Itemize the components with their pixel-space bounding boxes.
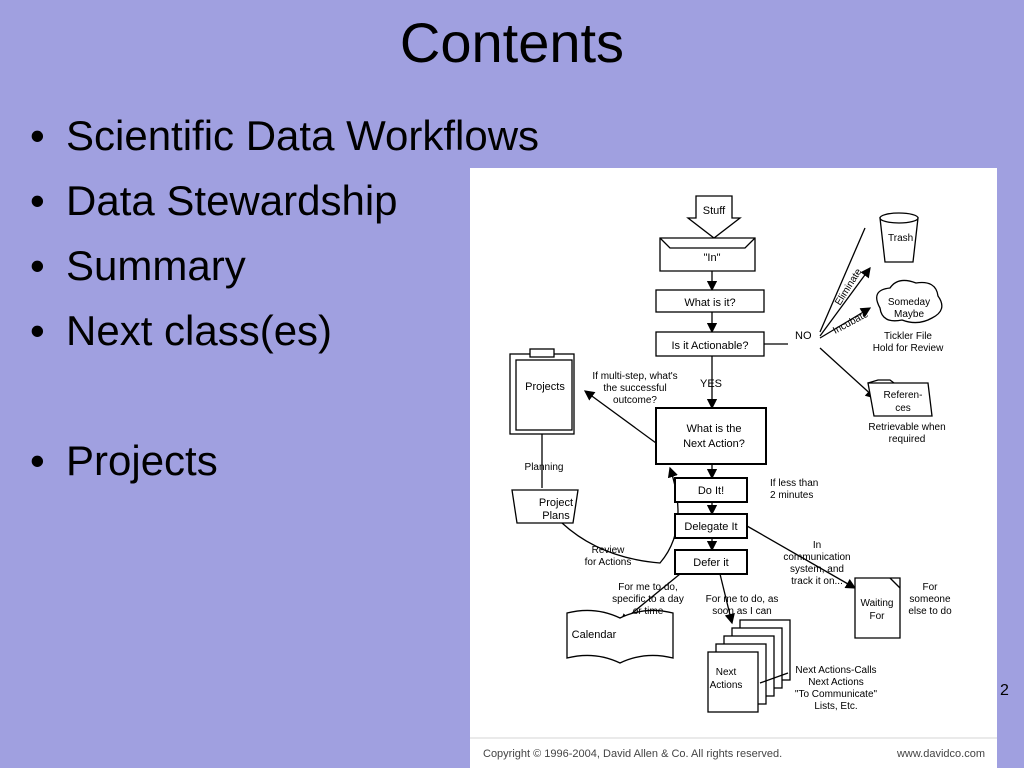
bullet-list: •Scientific Data Workflows •Data Steward… [30, 110, 539, 500]
bullet-item: •Next class(es) [30, 307, 333, 354]
tickler-label: Tickler File [884, 331, 932, 342]
bullet-item: •Scientific Data Workflows [30, 112, 540, 159]
next-action-label: Next Action? [683, 438, 745, 450]
next-actions-list-label: Lists, Etc. [814, 701, 857, 712]
what-is-it-box [655, 289, 765, 313]
bullet-text: Data Stewardship [66, 177, 398, 224]
bullet-text: Summary [66, 242, 246, 289]
someday-cloud [876, 279, 943, 324]
multi-step-label: outcome? [613, 395, 657, 406]
actionable-label: Is it Actionable? [671, 340, 748, 352]
bullet-text: Scientific Data Workflows [66, 112, 540, 159]
what-is-it-label: What is it? [684, 297, 735, 309]
trash-label: Trash [888, 233, 913, 244]
retrievable-label: Retrievable when [868, 422, 945, 433]
references-label: Referen- [884, 390, 923, 401]
in-comm-label: communication [783, 552, 850, 563]
for-someone-label: For [923, 582, 939, 593]
for-me-soon-label: For me to do, as [706, 594, 779, 605]
for-someone-label: else to do [908, 606, 952, 617]
eliminate-label: Eliminate [833, 267, 864, 308]
defer-it-label: Defer it [693, 557, 728, 569]
stuff-arrow [686, 195, 742, 239]
next-action-label: What is the [686, 423, 741, 435]
bullet-item: •Projects [30, 437, 218, 484]
do-it-label: Do It! [698, 485, 724, 497]
review-label: Review [592, 545, 626, 556]
copyright-text: Copyright © 1996-2004, David Allen & Co.… [483, 748, 783, 760]
maybe-label: Maybe [894, 309, 924, 320]
in-label: "In" [704, 252, 721, 264]
multi-step-label: If multi-step, what's [592, 371, 677, 382]
defer-it-box [674, 549, 748, 575]
bullet-item: •Summary [30, 242, 246, 289]
for-me-specific-label: or time [633, 606, 664, 617]
for-someone-label: someone [909, 594, 951, 605]
workflow-diagram-svg: Stuff "In" What is it? Is it Actionable?… [470, 195, 997, 739]
next-actions-stack [707, 651, 759, 713]
delegate-it-box [674, 513, 748, 539]
planning-label: Planning [525, 462, 564, 473]
calendar-book [566, 609, 674, 664]
no-label: NO [795, 330, 812, 342]
delegate-it-label: Delegate It [684, 521, 737, 533]
waiting-for-label: Waiting [861, 598, 894, 609]
retrievable-sub-label: required [889, 434, 926, 445]
projects-label: Projects [525, 381, 565, 393]
slide-number: 2 [1000, 682, 1009, 699]
someday-label: Someday [888, 297, 930, 308]
bullet-item: •Data Stewardship [30, 177, 398, 224]
next-actions-label: Next [716, 667, 737, 678]
next-actions-label: Actions [710, 680, 743, 691]
in-comm-label: track it on... [791, 576, 843, 587]
bullet-text: Next class(es) [66, 307, 333, 354]
calendar-label: Calendar [572, 629, 617, 641]
workflow-diagram: Stuff "In" What is it? Is it Actionable?… [470, 168, 997, 768]
next-actions-list-label: Next Actions-Calls [795, 665, 876, 676]
in-tray [659, 237, 756, 272]
references-folder [867, 382, 933, 417]
for-me-soon-label: soon as I can [712, 606, 771, 617]
bullet-text: Projects [66, 437, 218, 484]
site-url: www.davidco.com [896, 748, 985, 760]
waiting-for-label: For [870, 611, 886, 622]
project-plans-folder [511, 489, 579, 524]
project-plans-label: Project [539, 497, 573, 509]
next-actions-list-label: "To Communicate" [795, 689, 878, 700]
for-me-specific-label: For me to do, [618, 582, 677, 593]
next-action-box [655, 407, 767, 465]
less-than-label: 2 minutes [770, 490, 813, 501]
slide-title: Contents [399, 11, 625, 74]
stuff-label: Stuff [703, 205, 726, 217]
multi-step-label: the successful [603, 383, 666, 394]
in-comm-label: In [813, 540, 821, 551]
review-label: for Actions [585, 557, 632, 568]
project-plans-label: Plans [542, 510, 570, 522]
references-sub-label: ces [895, 403, 911, 414]
do-it-box [674, 477, 748, 503]
tickler-sub-label: Hold for Review [873, 343, 944, 354]
for-me-specific-label: specific to a day [612, 594, 684, 605]
yes-label: YES [700, 378, 722, 390]
less-than-label: If less than [770, 478, 818, 489]
in-comm-label: system, and [790, 564, 844, 575]
waiting-for-page [854, 577, 901, 639]
next-actions-list-label: Next Actions [808, 677, 864, 688]
